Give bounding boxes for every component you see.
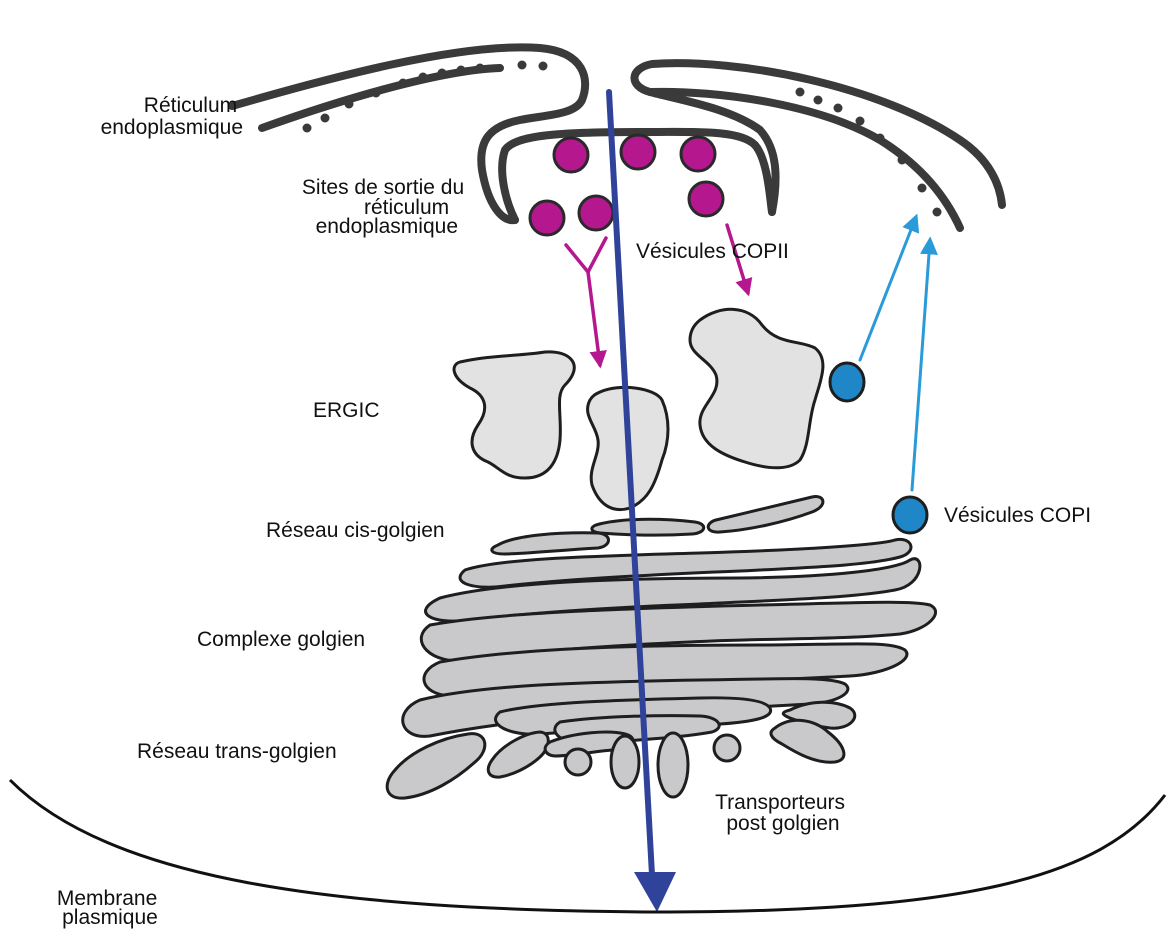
copii-vesicle <box>554 138 588 172</box>
trans-golgi-cisterna <box>488 732 548 777</box>
copi-vesicles-group <box>830 363 927 533</box>
label-reticulum: Réticulum endoplasmique <box>101 94 243 139</box>
post-golgi-carrier <box>658 733 688 797</box>
cis-golgi-cisterna <box>708 497 823 533</box>
cis-golgi-cisterna <box>492 533 609 554</box>
ergic-compartments <box>454 309 823 509</box>
copii-vesicle <box>681 137 715 171</box>
copii-vesicle <box>579 196 613 230</box>
label-er-exit-sites: Sites de sortie du réticulum endoplasmiq… <box>302 176 470 238</box>
copi-vesicle <box>893 497 927 533</box>
cis-golgi-cisterna <box>592 519 704 535</box>
label-post-golgi-carriers: Transporteurs post golgien <box>715 791 851 835</box>
post-golgi-carrier <box>565 749 591 775</box>
label-trans-golgi: Réseau trans-golgien <box>137 740 337 763</box>
post-golgi-carrier <box>714 735 740 761</box>
label-copii-vesicles: Vésicules COPII <box>636 240 789 263</box>
plasma-membrane <box>10 780 1165 912</box>
label-golgi-complex: Complexe golgien <box>197 628 365 651</box>
label-plasma-membrane: Membrane plasmique <box>57 887 163 929</box>
trans-golgi-cisterna <box>387 734 485 798</box>
copii-vesicle <box>689 182 723 216</box>
ergic-compartment <box>454 352 574 478</box>
copii-vesicle <box>530 201 564 235</box>
label-cis-golgi: Réseau cis-golgien <box>266 519 445 542</box>
ribosomes-right <box>796 88 942 217</box>
copii-vesicle <box>621 135 655 169</box>
copi-vesicle <box>830 363 864 401</box>
golgi-stack <box>387 497 935 799</box>
label-ergic: ERGIC <box>313 399 380 422</box>
ergic-compartment <box>690 309 823 467</box>
post-golgi-carrier <box>611 736 639 788</box>
label-copi-vesicles: Vésicules COPI <box>944 504 1091 527</box>
copi-retrograde-arrows <box>860 217 930 490</box>
copii-vesicles-group <box>530 135 723 235</box>
